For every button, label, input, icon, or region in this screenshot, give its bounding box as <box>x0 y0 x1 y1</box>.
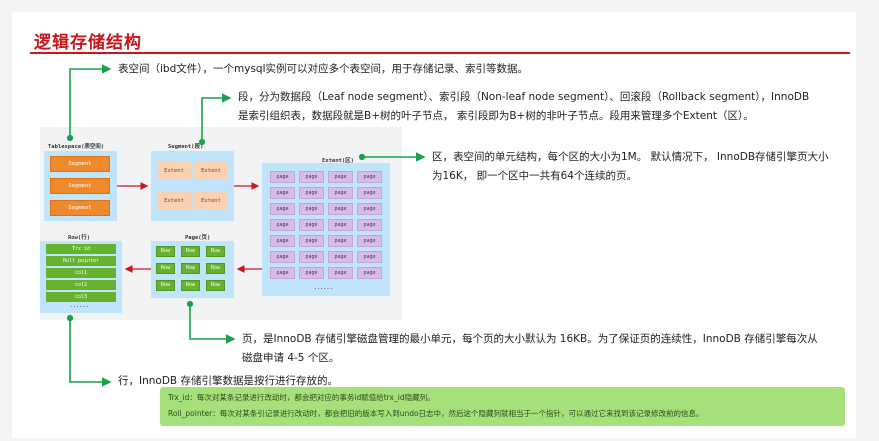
row-cell: Row <box>181 263 200 274</box>
row-item-col1: col1 <box>46 268 116 278</box>
slide-title: 逻辑存储结构 <box>34 33 142 53</box>
title-rule <box>30 52 850 54</box>
note-page-line2: 磁盘申请 4-5 个区。 <box>242 352 340 364</box>
page-label: Page(页) <box>185 235 211 241</box>
row-item-roll-pointer: Roll pointer <box>46 256 116 266</box>
segment-arrow <box>198 93 232 146</box>
row-cell: Row <box>206 246 225 257</box>
row-item-trx-id: Trx id <box>46 244 116 254</box>
segment-block: Segment <box>50 178 110 194</box>
page-cell: page <box>299 267 324 279</box>
note-extent-line1: 区，表空间的单元结构，每个区的大小为1M。 默认情况下， InnoDB存储引擎页… <box>432 151 829 163</box>
page-cell: page <box>328 251 353 263</box>
tablespace-label: Tablespace(表空间) <box>48 144 105 150</box>
hidden-columns-box: Trx_id：每次对某条记录进行改动时，都会把对应的事务id赋值给trx_id隐… <box>160 387 845 426</box>
page-cell: page <box>270 187 295 199</box>
row-item-col2: col2 <box>46 280 116 290</box>
note-segment-line2: 是索引组织表，数据段就是B+树的叶子节点， 索引段即为B+树的非叶子节点。段用来… <box>238 110 754 122</box>
page-cell: page <box>299 251 324 263</box>
extent-panel: page page page page page page page page page page… <box>262 163 390 296</box>
page-cell: page <box>328 171 353 183</box>
page-cell: page <box>270 219 295 231</box>
page-cell: page <box>299 219 324 231</box>
row-arrow <box>66 314 112 387</box>
page-cell: page <box>357 219 382 231</box>
page-arrow <box>186 300 236 344</box>
segment-label: Segment(段) <box>168 144 204 150</box>
page-cell: page <box>357 171 382 183</box>
note-row: 行，InnoDB 存储引擎数据是按行进行存放的。 <box>118 375 338 387</box>
page-cell: page <box>328 187 353 199</box>
extent-block: Extent <box>157 162 191 180</box>
row-cell: Row <box>181 246 200 257</box>
tablespace-arrow <box>66 64 112 142</box>
extent-block: Extent <box>194 162 228 180</box>
row-panel: Trx id Roll pointer col1 col2 col3 .....… <box>40 241 122 313</box>
page-cell: page <box>270 267 295 279</box>
page-cell: page <box>270 171 295 183</box>
page-cell: page <box>328 219 353 231</box>
note-segment-line1: 段，分为数据段（Leaf node segment）、索引段（Non-leaf … <box>238 91 810 103</box>
trx-id-note: Trx_id：每次对某条记录进行改动时，都会把对应的事务id赋值给trx_id隐… <box>168 393 435 402</box>
extent-arrow <box>358 152 426 162</box>
roll-pointer-note: Roll_pointer：每次对某条引记录进行改动时，都会把旧的版本写入到und… <box>168 409 704 418</box>
page-cell: page <box>270 235 295 247</box>
tablespace-panel: Segment Segment Segment <box>44 151 117 221</box>
page-cell: page <box>328 235 353 247</box>
page-cell: page <box>299 235 324 247</box>
row-cell: Row <box>156 263 175 274</box>
row-cell: Row <box>206 263 225 274</box>
extent-block: Extent <box>157 192 191 210</box>
row-label: Row(行) <box>68 235 91 241</box>
row-item-col3: col3 <box>46 292 116 302</box>
segment-block: Segment <box>50 156 110 172</box>
row-cell: Row <box>156 280 175 291</box>
extent-block: Extent <box>194 192 228 210</box>
page-cell: page <box>270 203 295 215</box>
page-cell: page <box>328 267 353 279</box>
page-cell: page <box>328 203 353 215</box>
note-extent-line2: 为16K， 即一个区中一共有64个连续的页。 <box>432 170 637 182</box>
page-cell: page <box>299 187 324 199</box>
page-cell: page <box>357 235 382 247</box>
page-cell: page <box>357 267 382 279</box>
note-tablespace: 表空间（ibd文件），一个mysql实例可以对应多个表空间，用于存储记录、索引等… <box>118 63 528 75</box>
page-cell: page <box>299 203 324 215</box>
page-cell: page <box>357 187 382 199</box>
segment-panel: Extent Extent Extent Extent <box>151 151 234 221</box>
row-cell: Row <box>181 280 200 291</box>
page-cell: page <box>357 251 382 263</box>
extent-label: Extent(区) <box>322 158 354 164</box>
rows-ellipsis: ...... <box>70 301 90 309</box>
row-cell: Row <box>206 280 225 291</box>
page-cell: page <box>299 171 324 183</box>
page-cell: page <box>270 251 295 263</box>
segment-block: Segment <box>50 200 110 216</box>
page-cell: page <box>357 203 382 215</box>
pages-ellipsis: ...... <box>314 283 334 291</box>
note-page-line1: 页，是InnoDB 存储引擎磁盘管理的最小单元，每个页的大小默认为 16KB。为… <box>242 333 818 345</box>
row-cell: Row <box>156 246 175 257</box>
